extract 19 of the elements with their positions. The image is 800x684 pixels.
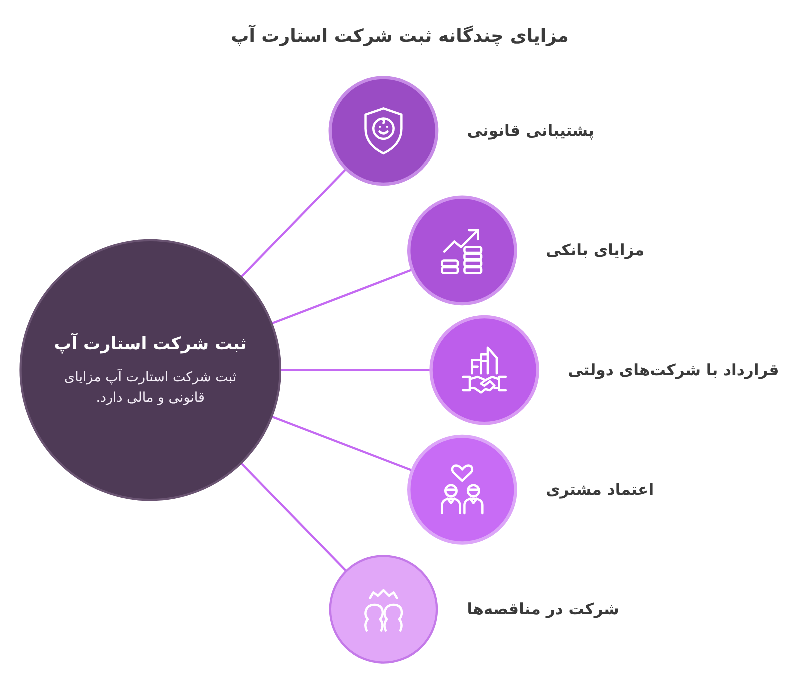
benefit-circle — [328, 76, 439, 186]
connector-line — [271, 268, 414, 325]
benefit-circle — [408, 434, 518, 545]
benefit-label: قرارداد با شرکت‌های دولتی — [568, 361, 780, 379]
benefit-circle — [408, 195, 518, 306]
benefit-circle — [430, 315, 540, 425]
diagram-title: مزایای چندگانه ثبت شرکت استارت آپ — [231, 26, 569, 47]
benefit-label: پشتیبانی قانونی — [467, 122, 594, 140]
benefit-label: اعتماد مشتری — [546, 480, 654, 499]
connector-line — [240, 462, 348, 572]
benefit-circle — [329, 554, 438, 664]
benefit-label: مزایای بانکی — [546, 241, 645, 260]
connector-line — [271, 415, 414, 472]
topic-circle — [20, 239, 282, 501]
node-heading: ثبت شرکت استارت آپ — [54, 332, 247, 356]
benefit-label: شرکت در مناقصه‌ها — [467, 600, 620, 618]
connector-line — [240, 168, 348, 278]
node-text: ثبت شرکت استارت آپ مزایای قانونی و مالی دارد. — [64, 368, 238, 408]
connector-line — [280, 368, 432, 372]
